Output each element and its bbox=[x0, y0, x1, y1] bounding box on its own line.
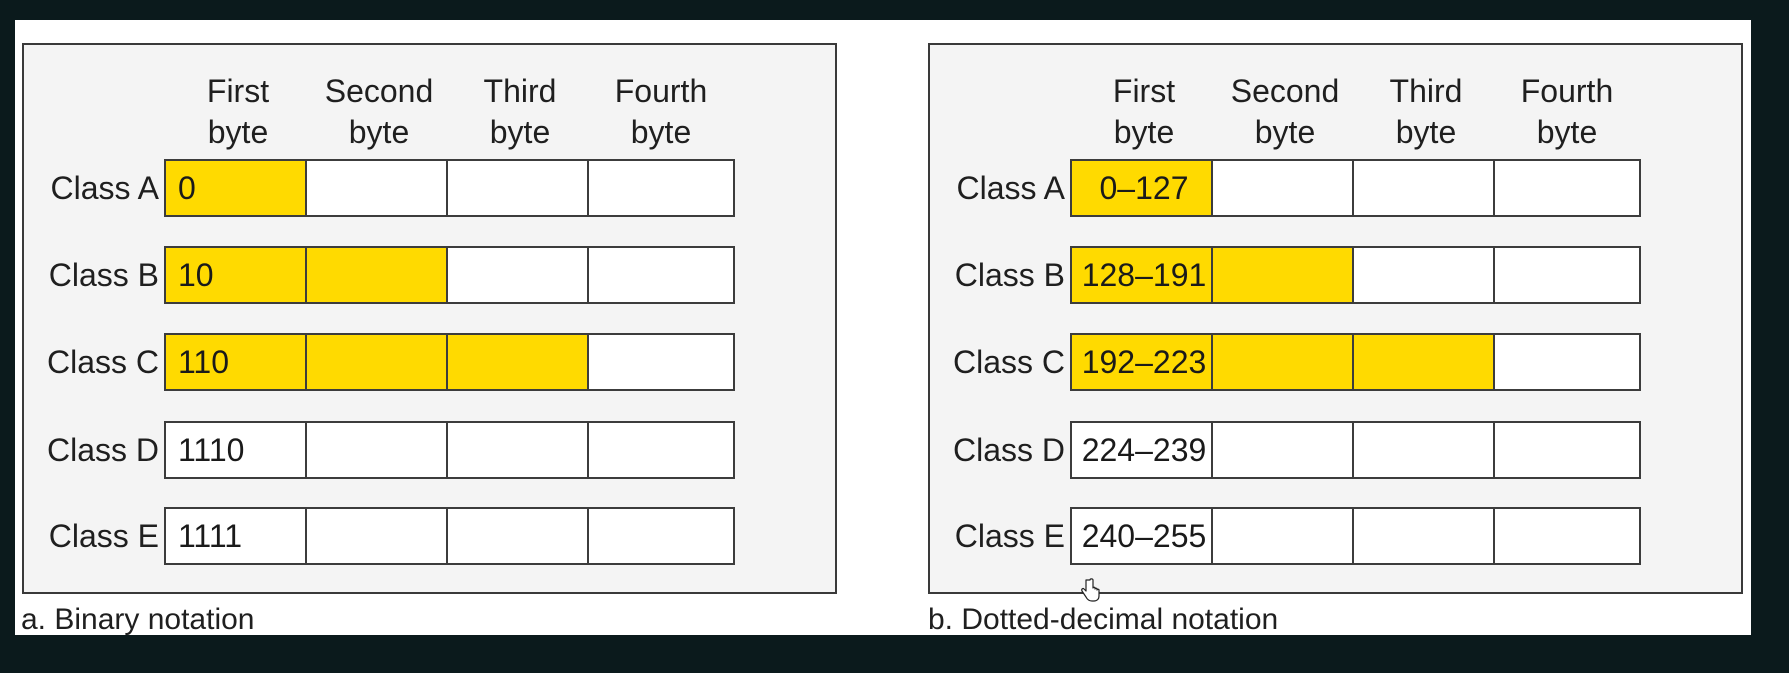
hand-pointer-icon bbox=[1081, 578, 1100, 602]
cell-second-byte bbox=[1211, 421, 1359, 479]
cell-fourth-byte bbox=[1493, 333, 1641, 391]
cell-fourth-byte bbox=[587, 507, 735, 565]
cell-second-byte bbox=[305, 159, 453, 217]
cell-first-byte: 0 bbox=[164, 159, 312, 217]
cell-first-byte: 1111 bbox=[164, 507, 312, 565]
cell-fourth-byte bbox=[1493, 246, 1641, 304]
row-label-class-e: Class E bbox=[954, 518, 1065, 554]
cell-third-byte bbox=[446, 421, 594, 479]
cell-fourth-byte bbox=[1493, 421, 1641, 479]
cell-fourth-byte bbox=[587, 333, 735, 391]
row-label-class-b: Class B bbox=[48, 257, 159, 293]
cell-second-byte bbox=[305, 421, 453, 479]
row-label-class-c: Class C bbox=[46, 344, 159, 380]
row-label-class-e: Class E bbox=[48, 518, 159, 554]
cell-second-byte bbox=[305, 507, 453, 565]
caption-binary-notation: a. Binary notation bbox=[21, 603, 255, 636]
cell-third-byte bbox=[1352, 421, 1500, 479]
cell-first-byte: 1110 bbox=[164, 421, 312, 479]
row-label-class-b: Class B bbox=[954, 257, 1065, 293]
cell-third-byte bbox=[446, 507, 594, 565]
cell-fourth-byte bbox=[587, 421, 735, 479]
cell-second-byte bbox=[1211, 333, 1359, 391]
cell-second-byte bbox=[1211, 159, 1359, 217]
cell-fourth-byte bbox=[587, 246, 735, 304]
cell-first-byte: 240–255 bbox=[1070, 507, 1218, 565]
cell-third-byte bbox=[1352, 159, 1500, 217]
cell-fourth-byte bbox=[1493, 159, 1641, 217]
cell-second-byte bbox=[305, 246, 453, 304]
cell-second-byte bbox=[305, 333, 453, 391]
cell-third-byte bbox=[446, 333, 594, 391]
cell-third-byte bbox=[1352, 333, 1500, 391]
row-label-class-d: Class D bbox=[46, 432, 159, 468]
cell-second-byte bbox=[1211, 246, 1359, 304]
cell-first-byte: 0–127 bbox=[1070, 159, 1218, 217]
cell-fourth-byte bbox=[1493, 507, 1641, 565]
cell-third-byte bbox=[1352, 246, 1500, 304]
row-label-class-d: Class D bbox=[952, 432, 1065, 468]
cell-third-byte bbox=[1352, 507, 1500, 565]
cell-first-byte: 192–223 bbox=[1070, 333, 1218, 391]
cell-fourth-byte bbox=[587, 159, 735, 217]
caption-dotted-decimal-notation: b. Dotted-decimal notation bbox=[928, 603, 1279, 636]
cell-first-byte: 128–191 bbox=[1070, 246, 1218, 304]
cell-third-byte bbox=[446, 159, 594, 217]
row-label-class-c: Class C bbox=[952, 344, 1065, 380]
row-label-class-a: Class A bbox=[50, 170, 159, 206]
cell-third-byte bbox=[446, 246, 594, 304]
cell-second-byte bbox=[1211, 507, 1359, 565]
cell-first-byte: 224–239 bbox=[1070, 421, 1218, 479]
row-label-class-a: Class A bbox=[956, 170, 1065, 206]
cell-first-byte: 110 bbox=[164, 333, 312, 391]
cell-first-byte: 10 bbox=[164, 246, 312, 304]
